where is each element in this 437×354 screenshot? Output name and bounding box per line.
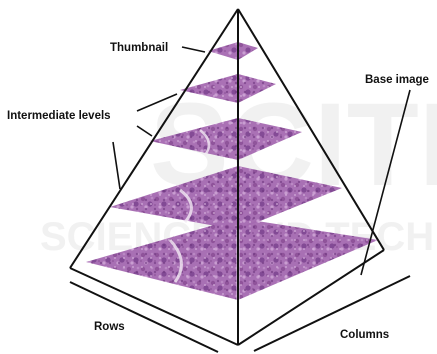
intermediate-levels-label: Intermediate levels: [7, 110, 111, 122]
rows-axis-line: [70, 282, 218, 352]
intermediate-leader-3: [113, 142, 120, 189]
base-image-label: Base image: [365, 74, 429, 86]
thumbnail-leader: [182, 47, 205, 52]
columns-label: Columns: [340, 329, 389, 341]
thumbnail-label: Thumbnail: [110, 42, 168, 54]
rows-label: Rows: [94, 321, 125, 333]
